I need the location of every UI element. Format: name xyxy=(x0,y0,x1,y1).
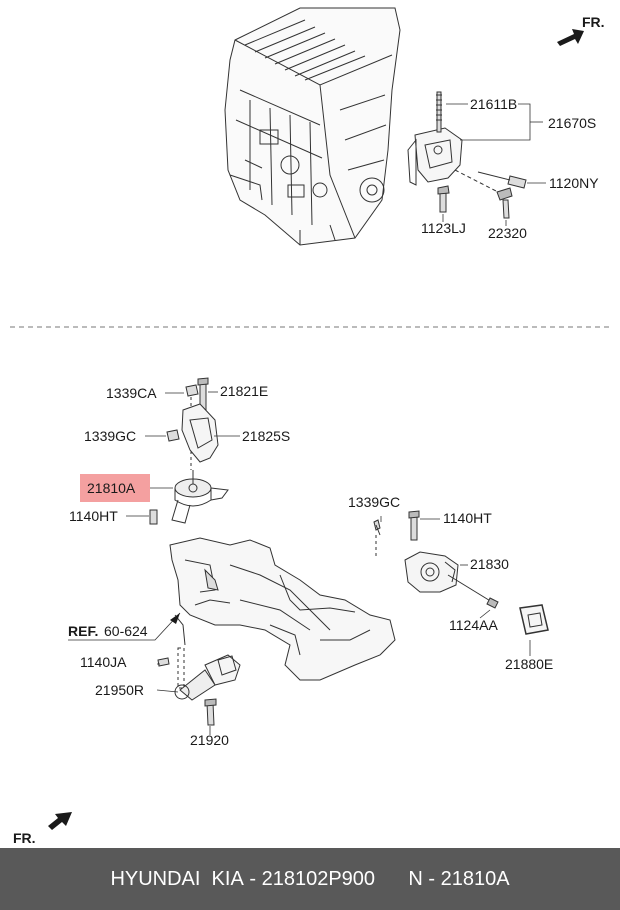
label-1339ca: 1339CA xyxy=(106,385,157,401)
ref-value: 60-624 xyxy=(104,623,148,639)
engine-block-illustration xyxy=(224,7,401,246)
label-21880e: 21880E xyxy=(505,656,553,672)
part-info-footer: HYUNDAI KIA - 218102P900 N - 21810A xyxy=(0,848,620,910)
front-label-top: FR. xyxy=(582,14,605,30)
footer-part-number: 218102P900 xyxy=(261,867,376,890)
label-21821e: 21821E xyxy=(220,383,268,399)
top-leader-lines xyxy=(442,103,546,226)
footer-gap xyxy=(375,868,408,891)
transmission-mount-illustration xyxy=(373,510,549,635)
footer-ref-code: N - 21810A xyxy=(408,867,510,890)
label-21920: 21920 xyxy=(190,732,229,748)
label-1339gc-right: 1339GC xyxy=(348,494,400,510)
front-direction-arrow-bottom xyxy=(48,812,72,830)
engine-mount-illustration xyxy=(149,377,229,525)
highlight-box xyxy=(80,474,150,502)
label-21830: 21830 xyxy=(470,556,509,572)
label-1124aa: 1124AA xyxy=(449,617,498,633)
label-22320: 22320 xyxy=(488,225,527,241)
label-21670s: 21670S xyxy=(548,115,596,131)
front-label-bottom: FR. xyxy=(13,830,36,846)
label-1120ny: 1120NY xyxy=(549,175,599,191)
label-1140ja: 1140JA xyxy=(80,654,127,670)
label-1339gc-left: 1339GC xyxy=(84,428,136,444)
label-21825s: 21825S xyxy=(242,428,290,444)
footer-brand: HYUNDAI KIA xyxy=(110,867,244,890)
engine-bracket-illustration xyxy=(407,91,527,219)
label-1123lj: 1123LJ xyxy=(421,220,466,236)
front-direction-arrow-top xyxy=(557,29,584,46)
footer-separator: - xyxy=(243,867,262,890)
label-1140ht-right: 1140HT xyxy=(443,510,492,526)
label-21810a: 21810A xyxy=(87,480,136,496)
exploded-parts-diagram: FR. 21611B 21670S 1120NY 1123LJ 22320 xyxy=(10,7,612,846)
roll-rod-illustration xyxy=(157,647,241,726)
ref-arrow-head xyxy=(170,613,180,624)
ref-prefix: REF. xyxy=(68,623,98,639)
label-1140ht-left: 1140HT xyxy=(69,508,118,524)
subframe-illustration xyxy=(169,537,396,681)
label-21611b: 21611B xyxy=(470,96,517,112)
label-21950r: 21950R xyxy=(95,682,144,698)
mount-leader-lines xyxy=(68,391,531,735)
